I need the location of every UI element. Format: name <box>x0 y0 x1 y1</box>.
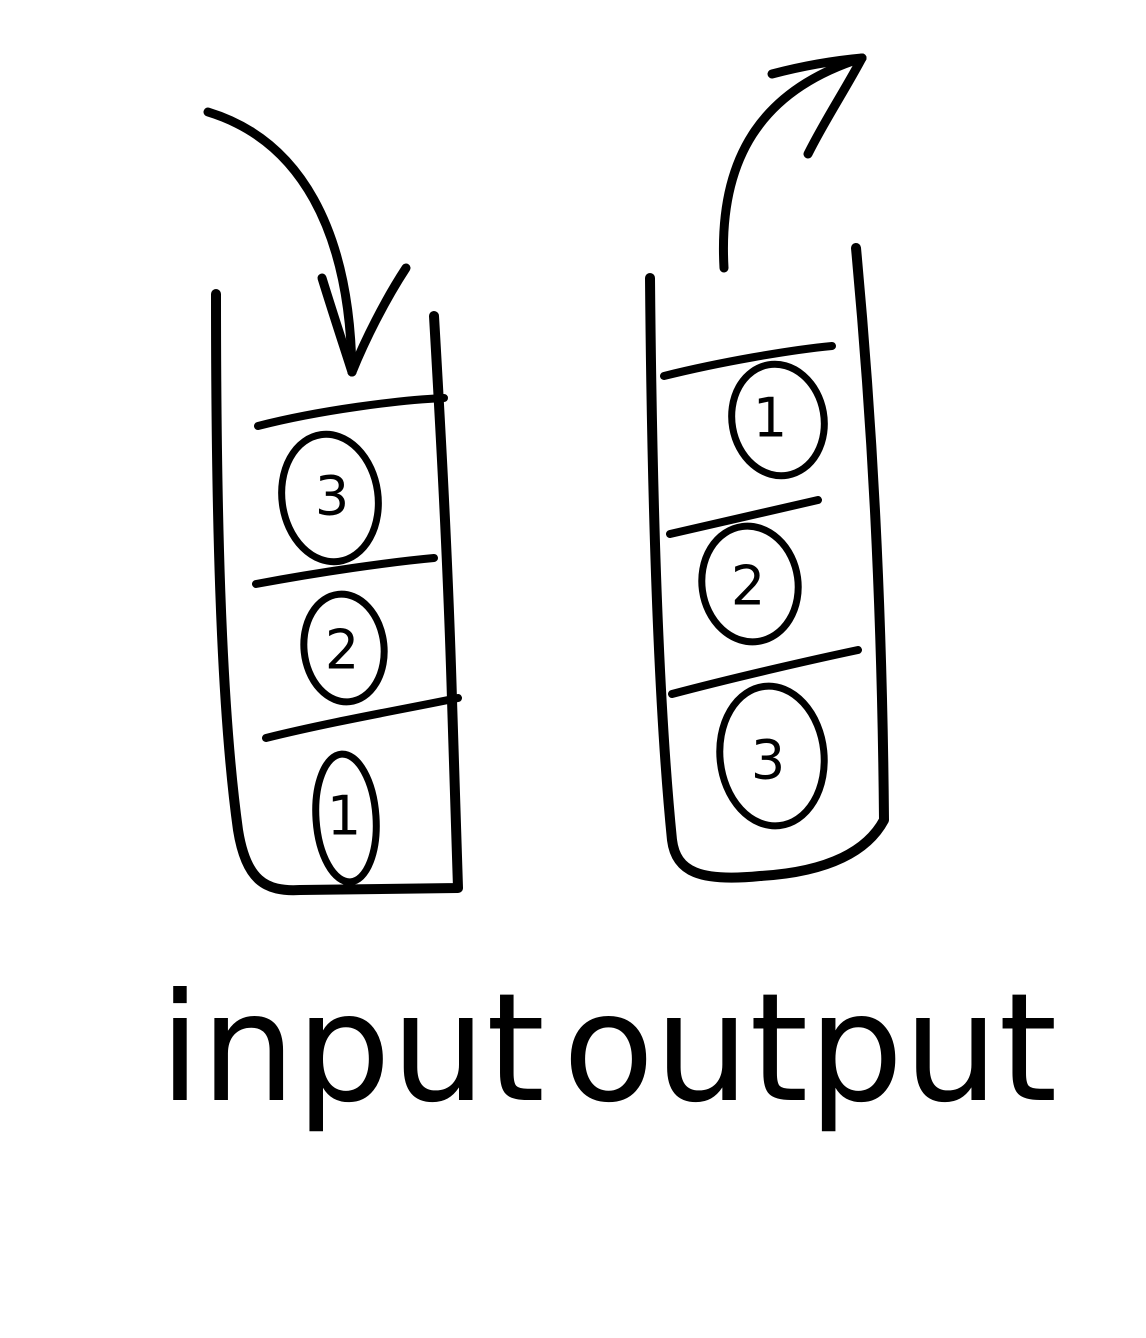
input-item-label: 3 <box>315 465 349 528</box>
output-item-label: 3 <box>751 729 785 792</box>
input-slot-divider <box>262 694 462 742</box>
input-stack-item: 3 <box>278 430 382 566</box>
output-item-label: 2 <box>731 555 765 618</box>
output-slot-divider <box>660 342 836 380</box>
output-stack-item: 3 <box>716 682 828 830</box>
output-stack: 1 2 3 output <box>563 53 1058 1136</box>
input-stack-item: 1 <box>312 750 380 886</box>
output-slot-divider <box>668 646 862 698</box>
input-label: input <box>159 962 545 1136</box>
input-stack-item: 2 <box>300 590 388 706</box>
output-item-label: 1 <box>753 387 787 450</box>
input-item-label: 1 <box>327 785 361 848</box>
input-slot-divider <box>254 394 448 430</box>
input-stack-container <box>211 289 463 896</box>
input-slot-divider <box>252 554 438 588</box>
output-stack-item: 1 <box>728 360 828 480</box>
input-arrow-icon <box>203 107 411 377</box>
output-slot-divider <box>666 496 822 538</box>
output-arrow-icon <box>718 53 867 273</box>
output-label: output <box>563 962 1058 1136</box>
input-stack: 3 2 1 input <box>159 107 545 1136</box>
input-item-label: 2 <box>325 619 359 682</box>
output-stack-container <box>645 243 889 883</box>
output-stack-item: 2 <box>698 522 802 646</box>
